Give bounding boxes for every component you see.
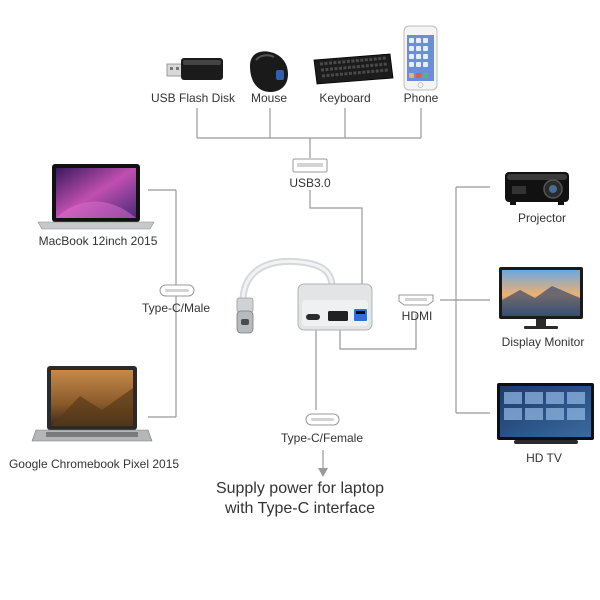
label-typec-male: Type-C/Male (141, 301, 211, 315)
hub-usb-port (354, 309, 367, 321)
mouse-icon (250, 51, 288, 92)
power-arrow-head (318, 468, 328, 477)
label-usb3: USB3.0 (289, 176, 331, 190)
connector-lines (148, 108, 490, 470)
projector-icon (505, 172, 569, 205)
label-usb-flash-disk: USB Flash Disk (150, 91, 236, 105)
caption-line-1: Supply power for laptop (215, 480, 385, 497)
typec-plug (236, 297, 254, 313)
hub-hdmi-port (328, 311, 348, 321)
label-keyboard: Keyboard (319, 91, 371, 105)
usb3-port-icon (292, 158, 328, 173)
display-monitor-icon (499, 267, 583, 329)
phone-icon (403, 25, 438, 91)
hub-adapter (236, 257, 373, 334)
label-display-monitor: Display Monitor (501, 335, 585, 349)
typec-female-port-icon (305, 413, 340, 426)
label-projector: Projector (517, 211, 567, 225)
line-usb3-to-hub (309, 190, 363, 284)
hd-tv-icon (497, 383, 594, 444)
hdmi-port-icon (398, 294, 434, 306)
line-hdmi-to-hub (339, 314, 417, 350)
label-mouse: Mouse (250, 91, 288, 105)
label-hdmi: HDMI (401, 309, 433, 323)
caption-line-2: with Type-C interface (225, 500, 375, 517)
label-macbook: MacBook 12inch 2015 (38, 234, 158, 248)
usb-flash-disk-icon (166, 58, 223, 80)
macbook-icon (37, 164, 155, 230)
label-phone: Phone (403, 91, 439, 105)
keyboard-icon (313, 53, 394, 85)
label-hd-tv: HD TV (526, 451, 562, 465)
hub-typec-port (306, 314, 320, 320)
label-chromebook: Google Chromebook Pixel 2015 (8, 457, 180, 471)
typec-male-port-icon (159, 284, 195, 297)
label-typec-female: Type-C/Female (280, 431, 364, 445)
chromebook-icon (31, 366, 153, 442)
